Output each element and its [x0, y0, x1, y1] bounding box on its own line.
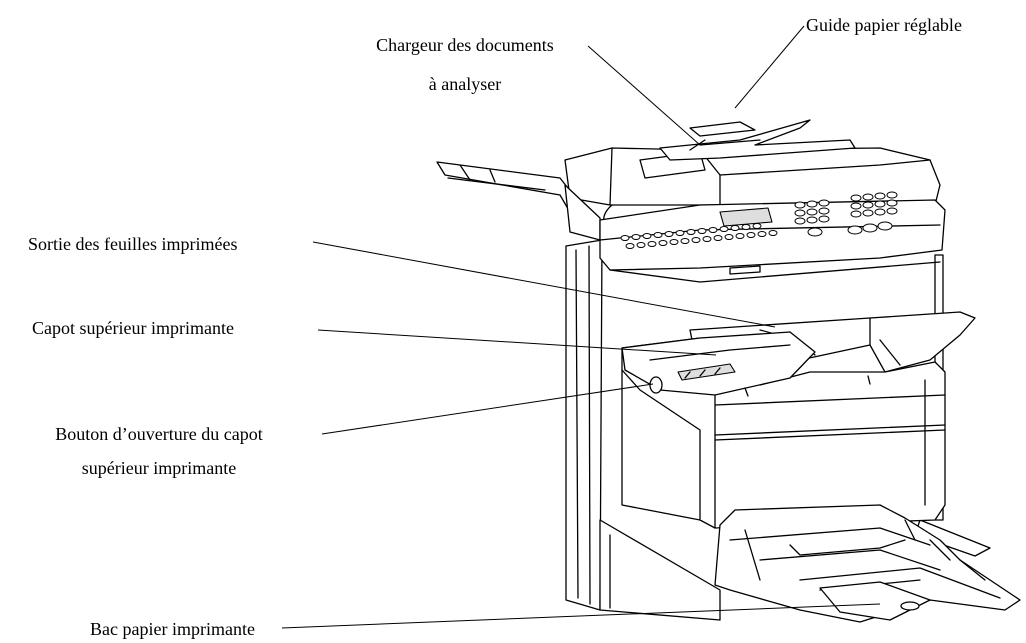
printer-body [621, 331, 946, 529]
document-feeder [659, 119, 856, 161]
label-bouton-line1: Bouton d’ouverture du capot [55, 424, 263, 444]
document-exit-tray [436, 161, 601, 241]
leader-lines [281, 25, 881, 629]
leader-capot-superieur [317, 329, 717, 356]
leader-sortie-feuilles [312, 241, 776, 328]
label-chargeur-line1: Chargeur des documents [376, 35, 554, 55]
paper-tray [714, 504, 1021, 623]
label-bac-papier: Bac papier imprimante [90, 619, 255, 639]
label-capot-superieur: Capot supérieur imprimante [32, 318, 234, 338]
leader-bouton [321, 383, 654, 435]
leader-guide-papier [734, 25, 805, 109]
label-chargeur-line2: à analyser [428, 74, 502, 94]
leader-chargeur [587, 45, 701, 146]
keypad [620, 191, 898, 249]
label-guide-papier: Guide papier réglable [806, 15, 962, 35]
leader-bac-papier [281, 603, 881, 629]
scanner-unit [564, 147, 941, 229]
label-sortie-feuilles: Sortie des feuilles imprimées [28, 234, 238, 254]
cover-open-button [649, 376, 663, 394]
control-panel [599, 191, 946, 283]
label-bouton-line2: supérieur imprimante [81, 458, 237, 478]
